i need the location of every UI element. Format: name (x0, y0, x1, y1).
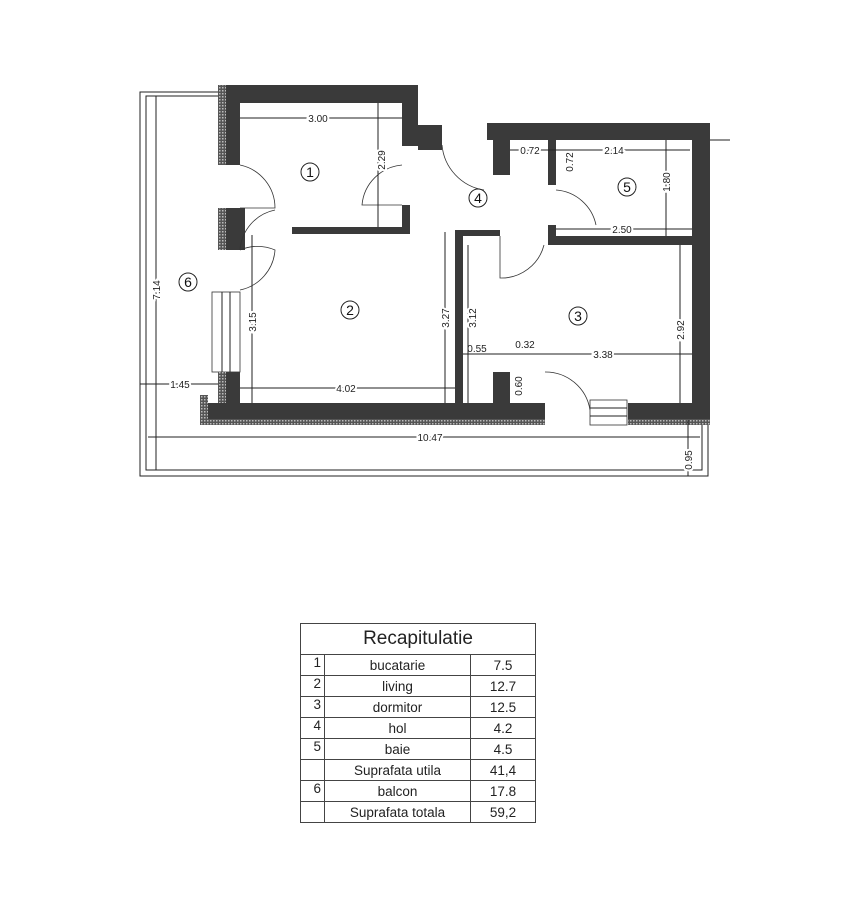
room-name: Suprafata totala (324, 801, 471, 823)
walls (200, 85, 730, 425)
doors (239, 144, 628, 426)
dim-label: 3.12 (468, 308, 479, 328)
room-area: 7.5 (470, 654, 536, 676)
dim-label: 3.38 (593, 350, 613, 361)
room-name: dormitor (324, 696, 471, 718)
dimension-lines (140, 96, 700, 476)
window (211, 291, 241, 373)
dimension-labels: 3.00 2.29 0.72 0.72 2.14 1.80 2.50 3.15 … (150, 112, 697, 472)
row-number: 2 (300, 675, 325, 697)
steps (589, 399, 628, 426)
room-area: 12.5 (470, 696, 536, 718)
room-area: 59,2 (470, 801, 536, 823)
row-number: 5 (300, 738, 325, 760)
room-area: 12.7 (470, 675, 536, 697)
dim-label: 7.14 (152, 280, 163, 300)
room-label-4: 4 (474, 190, 482, 206)
row-number: 6 (300, 780, 325, 802)
room-name: living (324, 675, 471, 697)
room-name: hol (324, 717, 471, 739)
dim-label: 0.32 (515, 340, 535, 351)
dim-label: 4.02 (336, 384, 356, 395)
balcony-outline (139, 91, 709, 477)
room-label-6: 6 (184, 274, 192, 290)
row-number: 3 (300, 696, 325, 718)
dim-label: 2.50 (612, 225, 632, 236)
room-area: 41,4 (470, 759, 536, 781)
dim-label: 2.14 (604, 146, 624, 157)
dim-label: 10.47 (417, 433, 442, 444)
dim-label: 0.60 (514, 376, 525, 396)
room-name: Suprafata utila (324, 759, 471, 781)
dim-label: 1.45 (170, 380, 190, 391)
room-markers: 1 2 3 4 5 6 (178, 162, 637, 326)
dim-label: 0.55 (467, 344, 487, 355)
room-area: 17.8 (470, 780, 536, 802)
dim-label: 3.15 (248, 312, 259, 332)
row-number: 1 (300, 654, 325, 676)
row-number: 4 (300, 717, 325, 739)
room-area: 4.2 (470, 717, 536, 739)
room-name: bucatarie (324, 654, 471, 676)
dim-label: 3.27 (441, 308, 452, 328)
dim-label: 3.00 (308, 114, 328, 125)
room-area: 4.5 (470, 738, 536, 760)
dim-label: 2.92 (676, 320, 687, 340)
room-label-5: 5 (623, 179, 631, 195)
room-label-1: 1 (306, 164, 314, 180)
room-label-2: 2 (346, 302, 354, 318)
room-name: baie (324, 738, 471, 760)
room-name: balcon (324, 780, 471, 802)
dim-label: 0.72 (520, 146, 540, 157)
dim-label: 0.95 (684, 450, 695, 470)
room-label-3: 3 (574, 308, 582, 324)
dim-label: 0.72 (565, 152, 576, 172)
dim-label: 2.29 (377, 150, 388, 170)
dim-label: 1.80 (662, 172, 673, 192)
row-number (300, 801, 325, 823)
row-number (300, 759, 325, 781)
table-title: Recapitulatie (300, 623, 536, 655)
